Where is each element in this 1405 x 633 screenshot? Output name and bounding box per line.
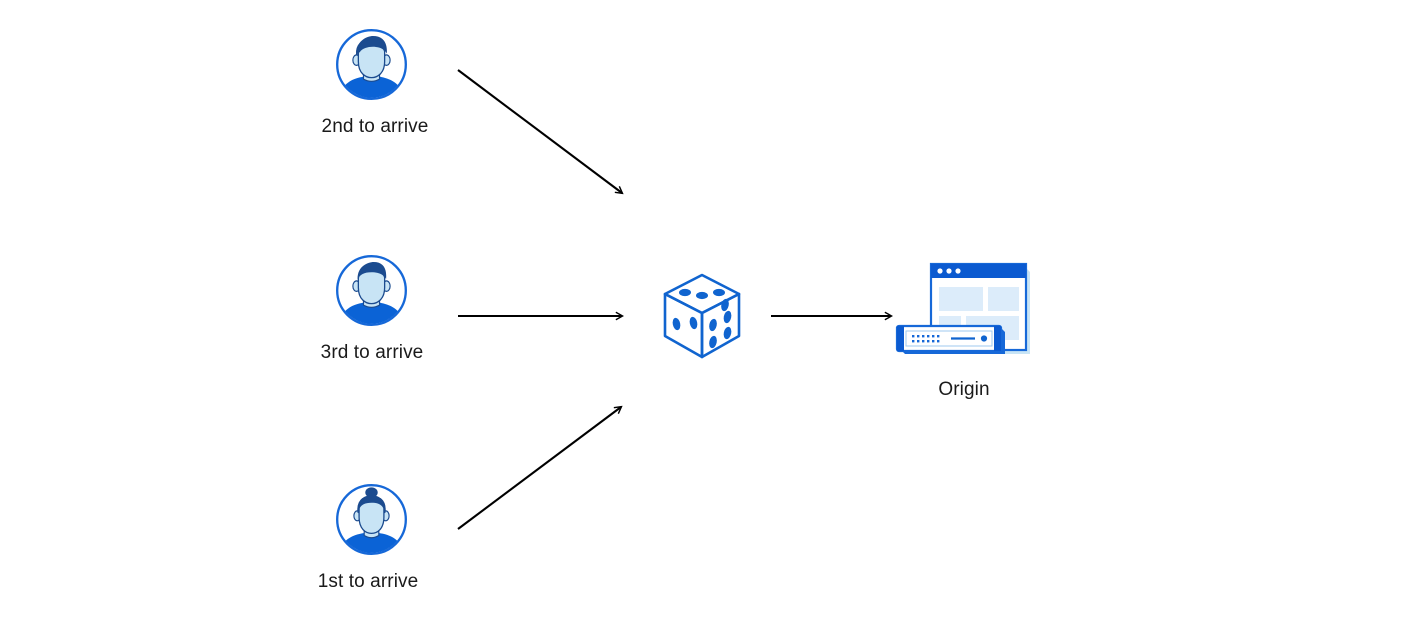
node-visitor-1st [335,483,408,556]
user-avatar-short-hair-icon [336,255,407,326]
server-device-icon [895,324,1005,354]
arrow-visitor2nd-to-dice [457,69,624,195]
node-visitor-3rd [335,254,408,327]
visitor-3rd-label: 3rd to arrive [320,342,424,363]
user-avatar-bun-hair-icon [336,484,407,555]
origin-server-browser-icon [895,262,1030,354]
browser-window-icon [929,262,1030,354]
user-avatar-short-hair-icon [336,29,407,100]
visitor-2nd-label: 2nd to arrive [321,116,429,137]
visitor-1st-label: 1st to arrive [317,571,419,592]
node-origin [895,258,1035,360]
node-randomizer-dice [661,272,743,360]
origin-label: Origin [938,379,990,400]
dice-icon [663,273,741,359]
arrow-visitor1st-to-dice [457,405,623,530]
node-visitor-2nd [335,28,408,101]
